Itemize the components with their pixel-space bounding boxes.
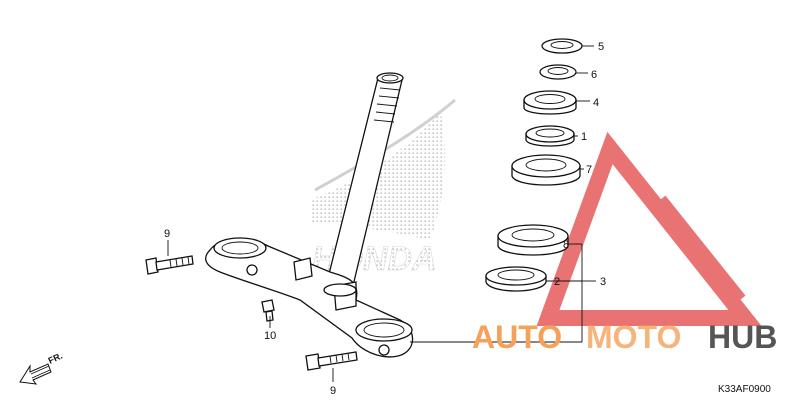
upper-bearing-7 bbox=[511, 154, 581, 186]
adjusting-nut-4 bbox=[523, 90, 577, 115]
callout-9-lower: 9 bbox=[330, 385, 336, 397]
leader-lines bbox=[167, 45, 596, 382]
callout-10: 10 bbox=[264, 330, 276, 342]
logo-text-hub: HUB bbox=[708, 319, 777, 355]
callout-5: 5 bbox=[598, 41, 604, 53]
lock-nut-5 bbox=[541, 38, 583, 54]
bolt-9-lower bbox=[305, 351, 358, 371]
bolt-9-upper bbox=[145, 255, 194, 275]
callout-3: 3 bbox=[600, 276, 606, 288]
automotohub-triangle-logo bbox=[536, 131, 762, 326]
lower-bearing-8 bbox=[497, 224, 569, 256]
callout-8: 8 bbox=[563, 239, 569, 251]
logo-text-auto: AUTO bbox=[472, 319, 562, 355]
callout-9-upper: 9 bbox=[164, 228, 170, 240]
front-direction-label: FR. bbox=[47, 351, 64, 366]
upper-inner-race-1 bbox=[525, 125, 575, 147]
dust-seal-2 bbox=[485, 266, 547, 292]
callout-4: 4 bbox=[593, 97, 599, 109]
lock-washer-6 bbox=[539, 64, 577, 80]
bolt-10 bbox=[261, 299, 275, 322]
callout-1: 1 bbox=[581, 131, 587, 143]
callout-2: 2 bbox=[554, 276, 560, 288]
automotohub-wordmark: AUTO MOTO HUB bbox=[472, 319, 777, 355]
callout-6: 6 bbox=[591, 69, 597, 81]
front-direction-indicator: FR. bbox=[19, 351, 64, 385]
logo-text-moto: MOTO bbox=[586, 319, 681, 355]
diagram-code: K33AF0900 bbox=[718, 384, 771, 395]
callout-7: 7 bbox=[586, 164, 592, 176]
lower-fork-bracket bbox=[205, 237, 414, 358]
